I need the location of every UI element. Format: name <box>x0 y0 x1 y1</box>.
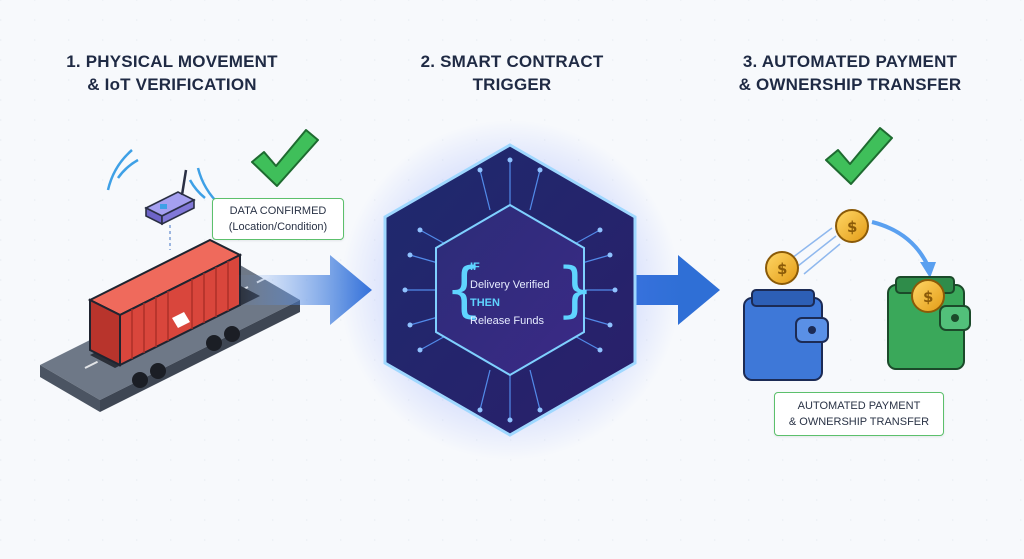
contract-action: Release Funds <box>470 315 544 327</box>
coin-transfer-arrows <box>791 220 936 278</box>
smart-contract-hexagon-icon <box>340 120 680 460</box>
checkmark-icon <box>825 127 893 185</box>
contract-open-brace: { <box>446 255 482 325</box>
arrow-right-icon <box>235 255 372 325</box>
svg-text:$: $ <box>777 260 787 278</box>
svg-text:$: $ <box>847 218 857 236</box>
stage-2-title: 2. SMART CONTRACT TRIGGER <box>420 52 604 94</box>
coin-icon: $ <box>835 209 869 243</box>
contract-then-keyword: THEN <box>470 297 500 309</box>
shipping-container-icon <box>87 238 260 388</box>
coin-icon: $ <box>765 251 799 285</box>
wallet-icon <box>743 289 829 381</box>
checkmark-icon <box>251 129 319 187</box>
payment-callout: AUTOMATED PAYMENT & OWNERSHIP TRANSFER <box>774 392 944 436</box>
contract-code: IF Delivery Verified THEN Release Funds <box>470 258 580 330</box>
contract-close-brace: } <box>557 255 593 325</box>
contract-if-keyword: IF <box>470 261 480 273</box>
stage-3-title: 3. AUTOMATED PAYMENT & OWNERSHIP TRANSFE… <box>738 52 962 94</box>
data-confirmed-callout: DATA CONFIRMED (Location/Condition) <box>212 198 344 240</box>
coin-icon: $ <box>911 279 945 313</box>
iot-sensor-icon <box>106 149 221 250</box>
svg-text:$: $ <box>923 288 933 306</box>
stage-1-title: 1. PHYSICAL MOVEMENT & IoT VERIFICATION <box>66 52 278 94</box>
contract-condition: Delivery Verified <box>470 279 550 291</box>
